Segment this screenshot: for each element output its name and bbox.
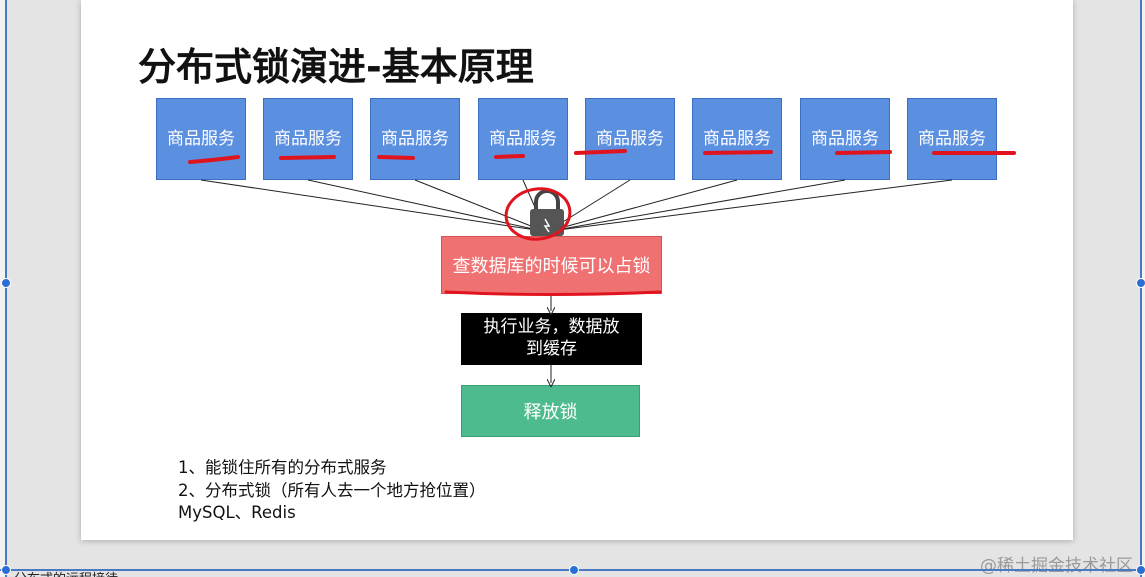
resize-handle-bottom-left[interactable] — [1, 565, 11, 575]
service-box-1: 商品服务 — [156, 98, 246, 180]
resize-handle-right[interactable] — [1136, 278, 1145, 288]
service-box-3: 商品服务 — [370, 98, 460, 180]
service-box-7: 商品服务 — [800, 98, 890, 180]
padlock-icon — [530, 189, 564, 236]
right-panel-edge — [1140, 0, 1145, 577]
connector-3 — [414, 179, 542, 231]
left-panel-edge — [0, 0, 7, 577]
bottom-status-text: 分布式的远程接待 — [14, 568, 118, 577]
slide-title: 分布式锁演进-基本原理 — [138, 45, 534, 89]
underline-1 — [188, 155, 240, 164]
underline-lock-box — [444, 290, 662, 296]
connector-7 — [555, 179, 846, 231]
resize-handle-bottom-right[interactable] — [1136, 565, 1145, 575]
release-lock-box: 释放锁 — [461, 385, 640, 437]
service-box-6: 商品服务 — [692, 98, 782, 180]
red-annotations — [188, 149, 1016, 296]
service-box-2: 商品服务 — [263, 98, 353, 180]
note-1: 1、能锁住所有的分布式服务 — [178, 458, 387, 477]
note-3: MySQL、Redis — [178, 503, 296, 522]
service-connectors — [200, 179, 953, 231]
underline-7 — [835, 150, 892, 155]
connector-6 — [552, 179, 738, 231]
exec-business-box: 执行业务，数据放 到缓存 — [461, 313, 642, 365]
connector-8 — [557, 179, 953, 231]
service-box-5: 商品服务 — [585, 98, 675, 180]
service-box-4: 商品服务 — [478, 98, 568, 180]
underline-3 — [377, 155, 415, 160]
watermark: @稀土掘金技术社区 — [980, 556, 1133, 576]
service-box-8: 商品服务 — [907, 98, 997, 180]
underline-2 — [279, 155, 336, 160]
underline-5 — [574, 149, 627, 155]
connector-2 — [307, 179, 539, 231]
note-2: 2、分布式锁（所有人去一个地方抢位置） — [178, 481, 486, 500]
db-lock-box: 查数据库的时候可以占锁 — [441, 236, 662, 294]
connector-1 — [200, 179, 537, 231]
underline-4 — [494, 154, 525, 159]
resize-handle-left[interactable] — [1, 278, 11, 288]
resize-handle-bottom[interactable] — [569, 565, 579, 575]
exec-box-line1: 执行业务，数据放 — [483, 317, 620, 337]
lock-circle-annotation — [504, 187, 572, 241]
slide: 分布式锁演进-基本原理 — [81, 0, 1073, 540]
exec-box-line2: 到缓存 — [526, 339, 577, 359]
underline-6 — [703, 150, 773, 155]
